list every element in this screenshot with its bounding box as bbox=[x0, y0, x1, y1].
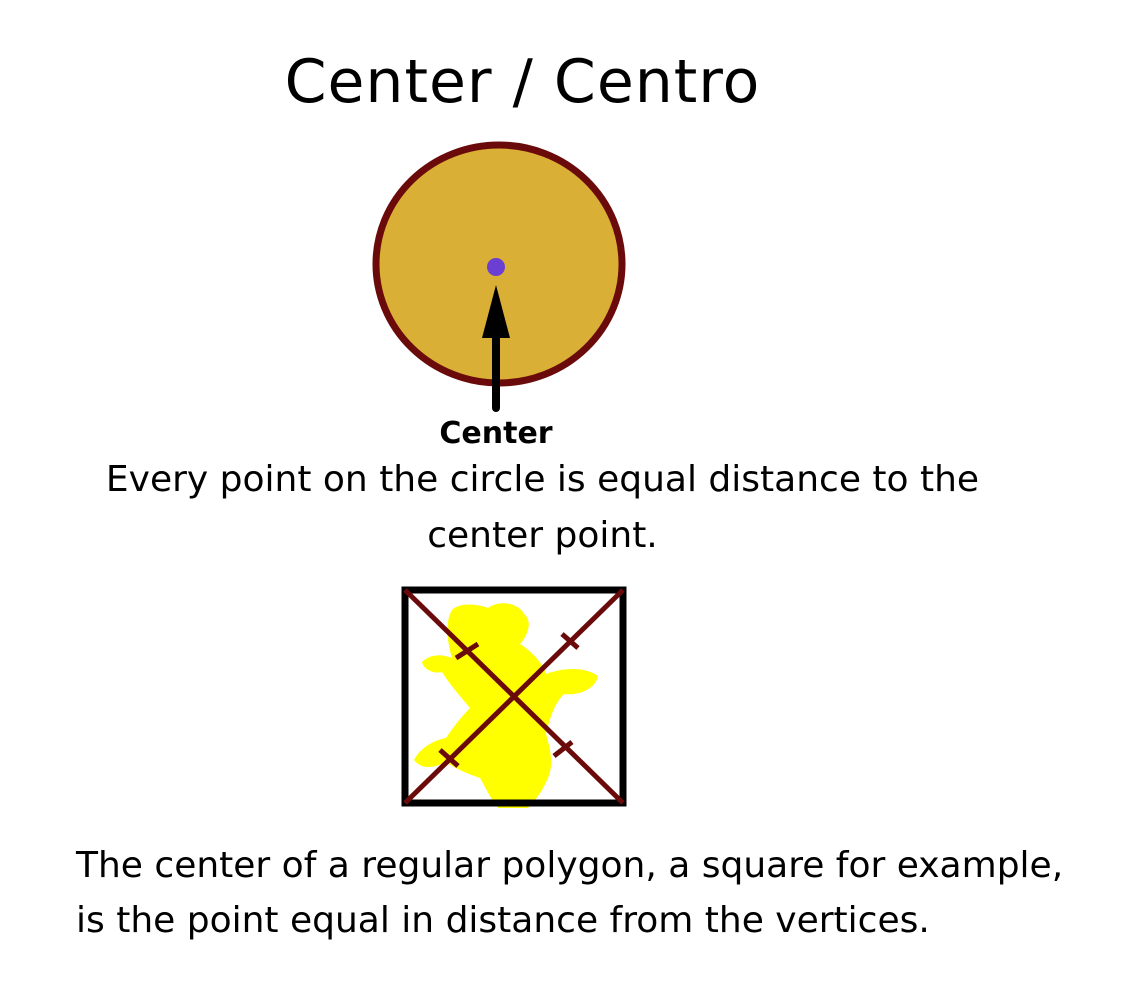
page-title: Center / Centro bbox=[284, 47, 761, 117]
tick-mark bbox=[454, 641, 480, 661]
square-diagram bbox=[401, 586, 627, 808]
center-point bbox=[487, 258, 505, 276]
tick-mark bbox=[438, 748, 460, 768]
polygon-description: The center of a regular polygon, a squar… bbox=[76, 845, 1064, 941]
center-label: Center bbox=[439, 416, 553, 451]
tick-mark bbox=[560, 632, 580, 650]
tick-mark bbox=[552, 740, 574, 758]
circle-description: Every point on the circle is equal dista… bbox=[105, 459, 980, 556]
diagonal-line bbox=[403, 588, 625, 805]
square-frame bbox=[401, 586, 627, 807]
arrow-head bbox=[482, 285, 510, 338]
circle-diagram bbox=[372, 141, 626, 412]
